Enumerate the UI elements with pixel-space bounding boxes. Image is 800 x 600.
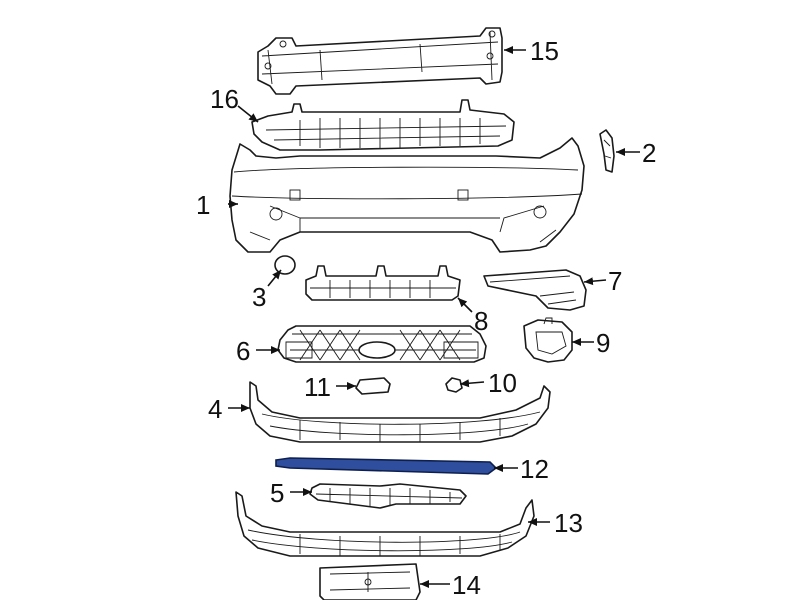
callout-15: 15 bbox=[530, 36, 559, 66]
part-8-support-bracket[interactable] bbox=[305, 265, 461, 301]
part-4-lower-valance[interactable] bbox=[249, 381, 551, 443]
callout-10: 10 bbox=[488, 368, 517, 398]
part-1-bumper-cover[interactable] bbox=[229, 137, 585, 253]
part-14-license-bracket[interactable] bbox=[319, 563, 421, 600]
part-7-side-trim[interactable] bbox=[483, 269, 587, 311]
leader-arrows bbox=[228, 46, 640, 588]
part-5-skid-bracket[interactable] bbox=[309, 483, 467, 509]
callout-1: 1 bbox=[196, 190, 210, 220]
callout-3: 3 bbox=[252, 282, 266, 312]
part-2-bracket[interactable] bbox=[599, 129, 615, 173]
part-13-skid-plate[interactable] bbox=[235, 491, 535, 557]
part-11-emblem-plate[interactable] bbox=[355, 377, 391, 395]
callout-8: 8 bbox=[474, 306, 488, 336]
part-10-clip[interactable] bbox=[445, 377, 463, 393]
callout-5: 5 bbox=[270, 478, 284, 508]
part-6-lower-grille[interactable] bbox=[277, 325, 487, 363]
part-3-cap[interactable] bbox=[274, 255, 296, 275]
part-12-trim-strip[interactable] bbox=[275, 457, 498, 475]
part-16-energy-absorber[interactable] bbox=[251, 99, 515, 151]
callout-11: 11 bbox=[304, 372, 331, 402]
callout-12: 12 bbox=[520, 454, 549, 484]
part-15-reinforcement-beam[interactable] bbox=[257, 27, 503, 95]
callout-4: 4 bbox=[208, 394, 222, 424]
callout-9: 9 bbox=[596, 328, 610, 358]
callout-14: 14 bbox=[452, 570, 481, 600]
part-9-fog-bezel[interactable] bbox=[523, 317, 573, 363]
callout-labels: 1 2 3 4 5 6 7 8 9 10 11 12 13 14 15 16 bbox=[196, 36, 656, 600]
callout-2: 2 bbox=[642, 138, 656, 168]
callout-6: 6 bbox=[236, 336, 250, 366]
callout-7: 7 bbox=[608, 266, 622, 296]
callout-13: 13 bbox=[554, 508, 583, 538]
callout-16: 16 bbox=[210, 84, 239, 114]
